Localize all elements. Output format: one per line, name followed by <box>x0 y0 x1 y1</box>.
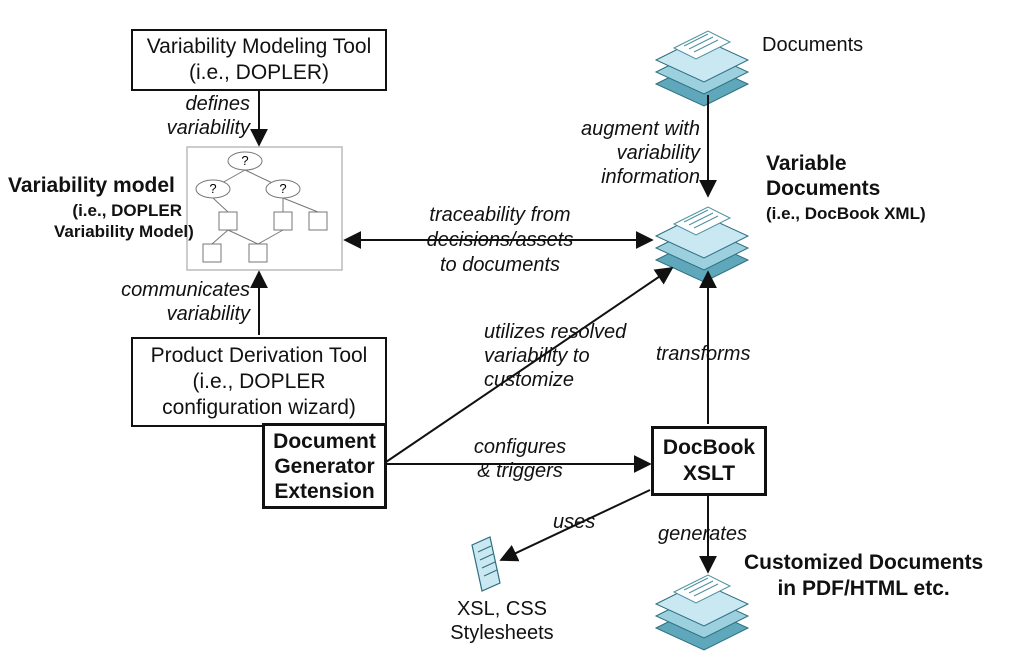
box-line: Document <box>273 429 376 453</box>
variable-documents-stack-icon <box>655 206 749 283</box>
variability-modeling-tool-box: Variability Modeling Tool (i.e., DOPLER) <box>131 29 387 91</box>
documents-label: Documents <box>762 34 864 56</box>
decision-node-label: ? <box>241 153 248 168</box>
label-line: decisions/assets <box>426 229 574 251</box>
docbook-xslt-box: DocBook XSLT <box>651 426 767 496</box>
label-line: customize <box>484 369 575 391</box>
variability-model-diagram: ? ? ? <box>186 146 343 271</box>
box-line: (i.e., DOPLER) <box>188 61 330 84</box>
decision-node <box>195 179 231 199</box>
box-line: Variability Modeling Tool <box>146 35 372 58</box>
label-line: in PDF/HTML etc. <box>777 577 950 600</box>
decision-node <box>265 179 301 199</box>
label-line: variability <box>166 117 250 139</box>
edge-label-communicates: communicates variability <box>100 278 250 326</box>
subtitle-line: Variability Model) <box>54 222 194 241</box>
asset-node <box>218 211 238 231</box>
box-line: Product Derivation Tool <box>150 344 368 367</box>
edge-label-augment: augment with variability information <box>560 117 700 189</box>
label-line: variability to <box>484 345 590 367</box>
label-line: traceability from <box>429 204 571 226</box>
label-line: utilizes resolved <box>484 321 627 343</box>
edge-label-transforms: transforms <box>656 343 751 365</box>
decision-node-label: ? <box>279 181 286 196</box>
box-line: configuration wizard) <box>162 396 356 419</box>
label-line: communicates <box>121 279 250 301</box>
product-derivation-tool-box: Product Derivation Tool (i.e., DOPLER co… <box>131 337 387 427</box>
label-line: augment with <box>581 118 700 140</box>
box-line: Generator <box>274 454 375 478</box>
stylesheet-page-icon <box>471 536 501 592</box>
subtitle-line: (i.e., DOPLER <box>72 201 182 220</box>
document-generator-extension-box: Document Generator Extension <box>262 423 387 509</box>
edge-label-uses: uses <box>553 511 596 533</box>
customized-documents-label: Customized Documents in PDF/HTML etc. <box>744 550 983 602</box>
edge-label-utilizes: utilizes resolved variability to customi… <box>484 320 626 392</box>
variability-model-subtitle: (i.e., DOPLER Variability Model) <box>54 200 194 242</box>
edge-label-generates: generates <box>658 523 747 545</box>
title-line: Documents <box>766 177 881 200</box>
label-line: to documents <box>439 254 561 276</box>
edge-label-defines: defines variability <box>120 92 250 140</box>
label-line: defines <box>185 93 251 115</box>
arrow-utilizes <box>385 266 674 463</box>
label-line: variability <box>616 142 700 164</box>
documents-stack-icon <box>655 30 749 107</box>
title-line: Variable <box>766 152 847 175</box>
asset-node <box>308 211 328 231</box>
asset-node <box>273 211 293 231</box>
label-line: Customized Documents <box>744 551 984 574</box>
asset-node <box>248 243 268 263</box>
label-line: & triggers <box>477 460 563 482</box>
decision-node-label: ? <box>209 181 216 196</box>
variable-documents-subtitle: (i.e., DocBook XML) <box>766 204 926 223</box>
box-line: Extension <box>274 479 375 503</box>
edge-label-traceability: traceability from decisions/assets to do… <box>405 203 595 278</box>
variable-documents-title: Variable Documents <box>766 151 880 201</box>
label-line: configures <box>473 436 567 458</box>
asset-node <box>202 243 222 263</box>
box-line: (i.e., DOPLER <box>192 370 326 393</box>
variability-model-title: Variability model <box>8 174 175 197</box>
box-line: DocBook <box>662 436 756 459</box>
label-line: information <box>601 166 700 188</box>
stylesheets-label: XSL, CSS Stylesheets <box>437 597 567 645</box>
label-line: variability <box>166 303 250 325</box>
label-line: Stylesheets <box>450 622 554 644</box>
label-line: XSL, CSS <box>456 598 548 620</box>
arrow-uses <box>499 489 651 562</box>
decision-node <box>227 151 263 171</box>
edge-label-configures: configures & triggers <box>455 435 585 483</box>
box-line: XSLT <box>682 462 736 485</box>
customized-documents-stack-icon <box>655 574 749 651</box>
